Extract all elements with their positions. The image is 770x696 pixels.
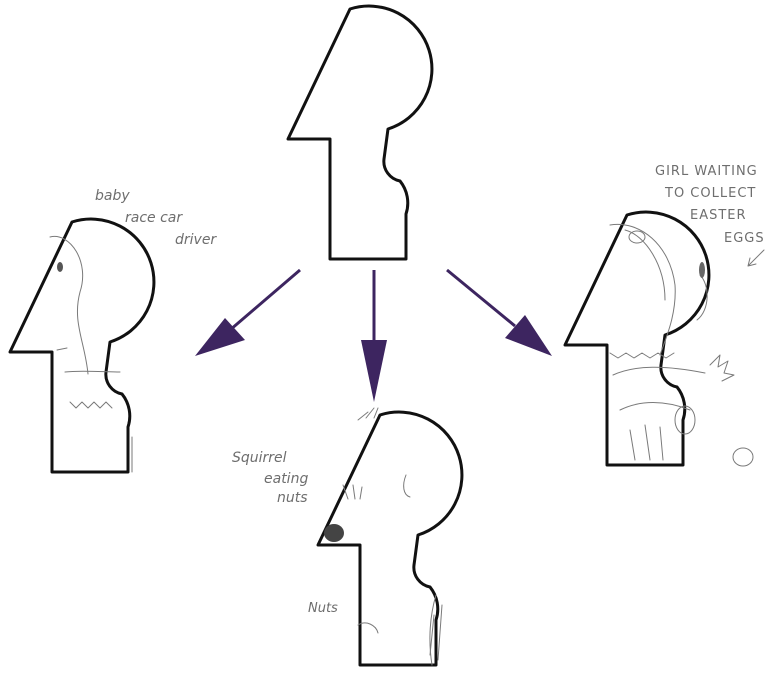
note-bottom-line1: Squirrel — [232, 450, 287, 466]
note-right-line1: GIRL WAITING — [655, 164, 758, 179]
note-bottom-line2: eating — [264, 471, 308, 487]
girl-sketch — [609, 223, 754, 467]
note-bottom-nuts: Nuts — [308, 601, 338, 616]
squirrel-sketch — [324, 407, 443, 666]
arrow-down-left-icon — [195, 268, 301, 356]
note-bottom: Squirrel eating nuts Nuts — [232, 450, 338, 616]
head-squirrel-eating-nuts — [316, 407, 464, 667]
note-right-line2: TO COLLECT — [664, 186, 756, 201]
note-bottom-line3: nuts — [277, 490, 308, 506]
note-pointer-icon — [747, 249, 765, 267]
note-left-line1: baby — [95, 188, 130, 204]
helmet-sketch — [49, 236, 133, 473]
note-left: baby race car driver — [95, 188, 217, 248]
arrow-down-right-icon — [446, 268, 552, 356]
note-right-line4: EGGS — [724, 231, 765, 246]
head-girl-easter-eggs — [563, 210, 754, 467]
template-head — [286, 4, 434, 261]
head-baby-race-car-driver — [8, 217, 156, 474]
note-right-line3: EASTER — [690, 208, 747, 223]
note-left-line3: driver — [175, 232, 217, 248]
note-right: GIRL WAITING TO COLLECT EASTER EGGS — [655, 164, 765, 267]
note-left-line2: race car — [125, 210, 183, 226]
arrow-down-icon — [361, 270, 387, 402]
